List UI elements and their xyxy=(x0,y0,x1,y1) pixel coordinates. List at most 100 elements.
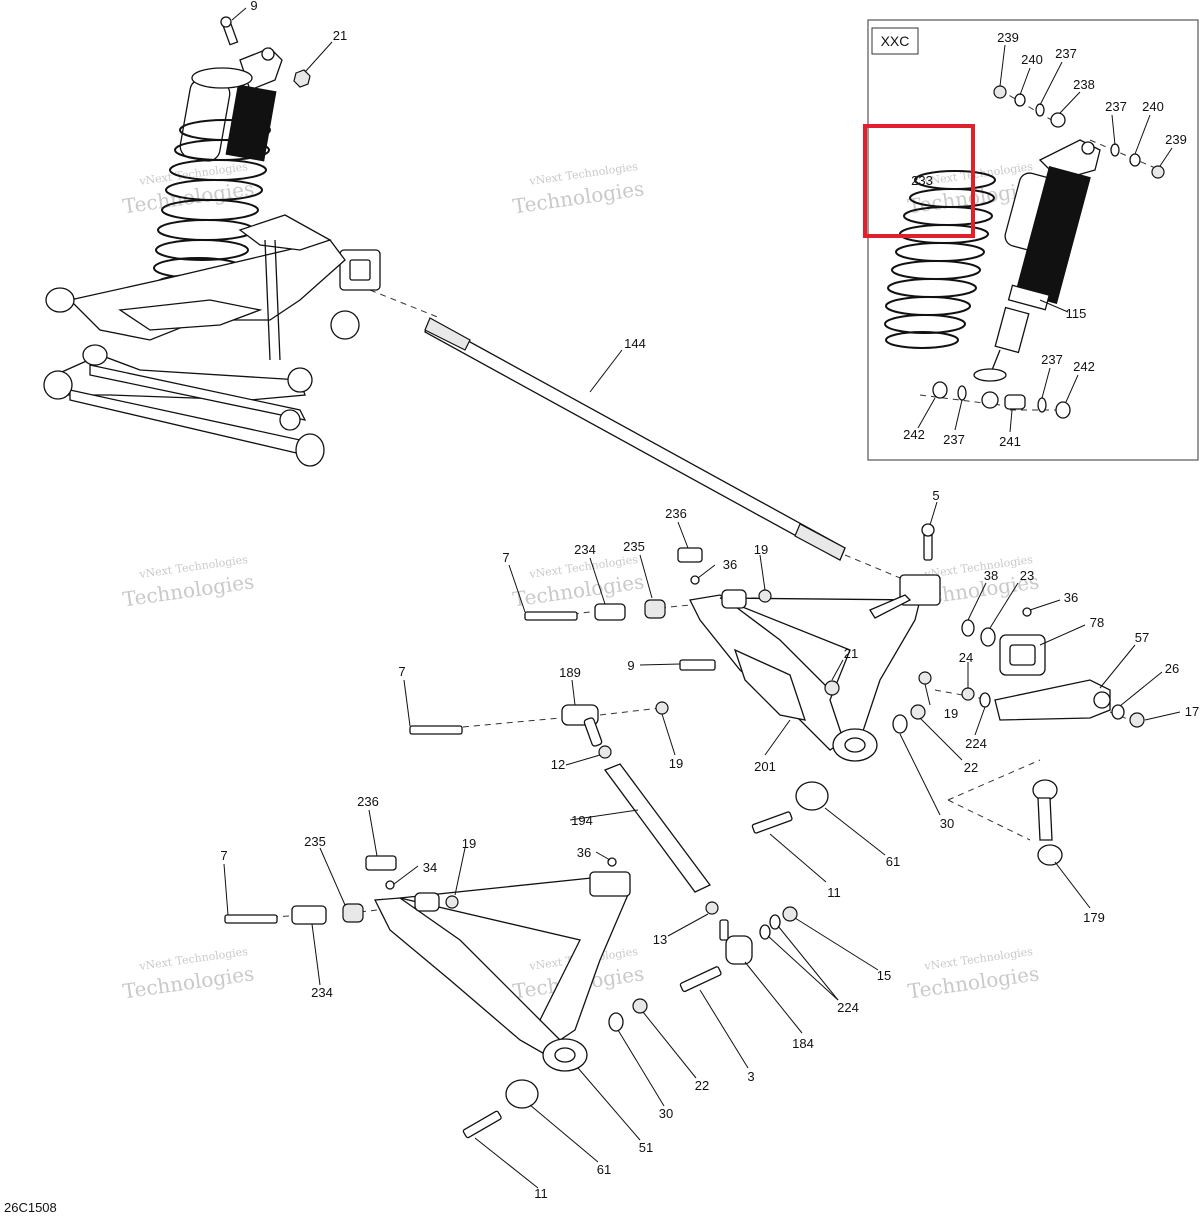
spacer-242-left xyxy=(932,381,948,399)
callout-236: 236 xyxy=(357,794,379,809)
mid-hardware-row xyxy=(524,547,772,621)
callout-15: 15 xyxy=(877,968,891,983)
callout-12: 12 xyxy=(551,757,565,772)
callout-21: 21 xyxy=(333,28,347,43)
watermark: vNext Technologies Technologies xyxy=(906,945,1040,1004)
callout-36: 36 xyxy=(723,557,737,572)
callout-3: 3 xyxy=(747,1069,754,1084)
ball-joint-184 xyxy=(725,935,753,965)
callout-22: 22 xyxy=(964,760,978,775)
spacer-238 xyxy=(1050,112,1066,128)
coil-spring-233 xyxy=(884,170,996,349)
callout-13: 13 xyxy=(653,932,667,947)
callout-23: 23 xyxy=(1020,568,1034,583)
watermark: vNext Technologies Technologies xyxy=(511,553,645,612)
tie-rod-assembly xyxy=(409,701,719,915)
callout-21: 21 xyxy=(844,646,858,661)
watermark: vNext Technologies Technologies xyxy=(121,945,255,1004)
pitman-arm-57 xyxy=(994,679,1111,721)
nut-21-mid xyxy=(824,680,840,696)
callout-242: 242 xyxy=(903,427,925,442)
bolt-9-top xyxy=(220,16,239,46)
sleeve-234-mid xyxy=(594,603,626,621)
inset-tag-frame xyxy=(871,27,919,55)
nut-17 xyxy=(1129,712,1145,728)
bushing-235-mid xyxy=(644,599,666,619)
callout-57: 57 xyxy=(1135,630,1149,645)
right-hardware xyxy=(918,607,1145,728)
callout-36: 36 xyxy=(577,845,591,860)
bolt-7-bottom xyxy=(224,914,278,924)
ring-30-mid xyxy=(892,714,908,734)
bolt-3 xyxy=(679,966,722,993)
bolt-5 xyxy=(921,523,935,561)
callout-34: 34 xyxy=(423,860,437,875)
callout-11: 11 xyxy=(827,885,841,900)
callout-179: 179 xyxy=(1083,910,1105,925)
callout-239: 239 xyxy=(1165,132,1187,147)
callout-224: 224 xyxy=(965,736,987,751)
washer-26 xyxy=(1111,704,1125,720)
ring-30-bottom xyxy=(608,1012,624,1032)
washer-22-bottom xyxy=(632,998,648,1014)
figure-code: 26C1508 xyxy=(4,1200,57,1215)
callout-9: 9 xyxy=(627,658,634,673)
callout-36: 36 xyxy=(1064,590,1078,605)
highlight-box-233 xyxy=(863,124,975,238)
callout-30: 30 xyxy=(659,1106,673,1121)
callout-38: 38 xyxy=(984,568,998,583)
callout-17: 17 xyxy=(1185,704,1199,719)
callout-189: 189 xyxy=(559,665,581,680)
callout-201: 201 xyxy=(754,759,776,774)
watermark: vNext Technologies Technologies xyxy=(511,160,645,219)
washer-22-mid xyxy=(910,704,926,720)
callout-5: 5 xyxy=(932,488,939,503)
callout-24: 24 xyxy=(959,650,973,665)
nut-21 xyxy=(293,69,311,88)
shock-absorber-inset xyxy=(973,139,1101,409)
bushing-235-bottom xyxy=(342,903,364,923)
callout-237: 237 xyxy=(1105,99,1127,114)
callout-237: 237 xyxy=(1041,352,1063,367)
nut-24 xyxy=(961,687,975,701)
bushing-61-mid xyxy=(795,781,829,811)
callout-78: 78 xyxy=(1090,615,1104,630)
callout-238: 238 xyxy=(1073,77,1095,92)
nut-13 xyxy=(705,901,719,915)
bolt-7-tie xyxy=(409,725,463,735)
callout-51: 51 xyxy=(639,1140,653,1155)
callout-19: 19 xyxy=(754,542,768,557)
callout-233: 233 xyxy=(911,173,933,188)
bolt-7-mid xyxy=(524,611,578,621)
bushing-61-bottom xyxy=(505,1079,539,1109)
nut-12 xyxy=(598,745,612,759)
leader-lines xyxy=(223,7,1181,1189)
callout-194: 194 xyxy=(571,813,593,828)
callout-234: 234 xyxy=(574,542,596,557)
callout-184: 184 xyxy=(792,1036,814,1051)
watermark: vNext Technologies Technologies xyxy=(121,160,255,219)
shock-absorber-left xyxy=(179,67,277,162)
ring-23 xyxy=(980,627,996,647)
callout-240: 240 xyxy=(1021,52,1043,67)
pin-236-bottom xyxy=(365,855,397,871)
nut-239 xyxy=(993,85,1007,99)
nut-15 xyxy=(782,906,798,922)
callout-19: 19 xyxy=(462,836,476,851)
bottom-hardware-row xyxy=(224,855,617,925)
ring-237 xyxy=(1035,103,1045,117)
bolt-11-mid xyxy=(751,811,793,834)
callout-19: 19 xyxy=(669,756,683,771)
bushing-241 xyxy=(1004,394,1026,410)
a-arm-51 xyxy=(373,871,631,1072)
top-left-assembly xyxy=(43,16,381,467)
tie-rod-194 xyxy=(603,763,711,893)
watermark: vNext Technologies Technologies xyxy=(121,553,255,612)
bolt-9-mid xyxy=(679,659,716,671)
spacer-242-right xyxy=(1055,401,1071,419)
callout-234: 234 xyxy=(311,985,333,1000)
callout-235: 235 xyxy=(623,539,645,554)
ring-38 xyxy=(961,619,975,637)
inset-label: XXC xyxy=(881,33,910,49)
xxc-inset: XXC xyxy=(863,19,1199,461)
